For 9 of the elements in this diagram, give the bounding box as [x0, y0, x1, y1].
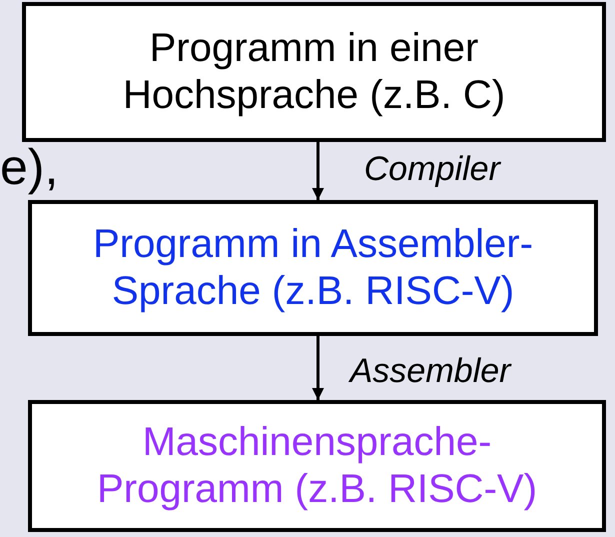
box-text: Programm in einer Hochsprache (z.B. C): [122, 24, 506, 119]
box-text: Maschinensprache- Programm (z.B. RISC-V): [96, 418, 538, 513]
box-text: Programm in Assembler- Sprache (z.B. RISC-V): [92, 220, 534, 315]
arrow: [312, 336, 324, 400]
arrow: [312, 142, 324, 200]
process-box: [22, 2, 606, 142]
process-box: [28, 200, 598, 336]
cut-off-text: e),: [0, 140, 58, 195]
process-box: [28, 400, 606, 532]
